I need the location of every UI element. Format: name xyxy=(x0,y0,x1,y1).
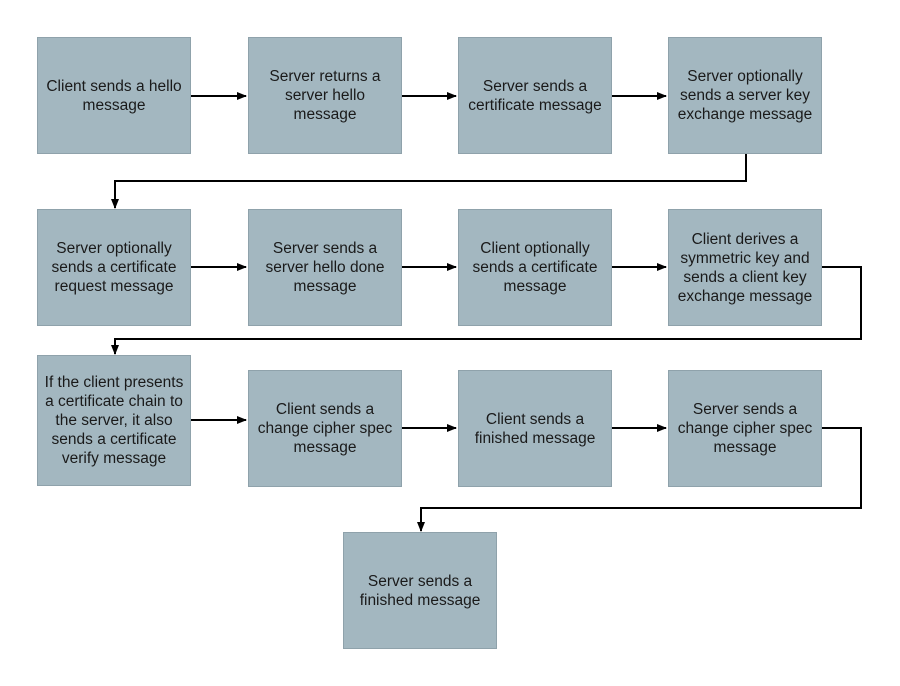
step-label: Server sends a finished message xyxy=(359,572,481,609)
step-certificate-verify: If the client presents a certificate cha… xyxy=(37,355,191,486)
step-label: Client derives a symmetric key and sends… xyxy=(677,230,813,305)
step-client-hello: Client sends a hello message xyxy=(37,37,191,154)
step-label: Client sends a finished message xyxy=(474,410,596,447)
step-label: Server sends a server hello done message xyxy=(265,240,385,295)
step-label: Client sends a change cipher spec messag… xyxy=(257,401,393,456)
step-label: Server sends a change cipher spec messag… xyxy=(677,401,813,456)
arrow-8-to-9 xyxy=(111,266,862,355)
step-certificate-request: Server optionally sends a certificate re… xyxy=(37,209,191,326)
step-label: Server optionally sends a certificate re… xyxy=(51,240,177,295)
step-label: Client sends a hello message xyxy=(46,77,182,114)
arrow-4-to-5 xyxy=(111,154,747,209)
step-server-certificate: Server sends a certificate message xyxy=(458,37,612,154)
arrow-12-to-13 xyxy=(417,427,862,532)
step-server-change-cipher-spec: Server sends a change cipher spec messag… xyxy=(668,370,822,487)
step-server-hello: Server returns a server hello message xyxy=(248,37,402,154)
step-server-key-exchange: Server optionally sends a server key exc… xyxy=(668,37,822,154)
step-client-change-cipher-spec: Client sends a change cipher spec messag… xyxy=(248,370,402,487)
step-server-finished: Server sends a finished message xyxy=(343,532,497,649)
step-label: Client optionally sends a certificate me… xyxy=(472,240,598,295)
step-label: If the client presents a certificate cha… xyxy=(44,374,184,467)
step-client-finished: Client sends a finished message xyxy=(458,370,612,487)
step-label: Server optionally sends a server key exc… xyxy=(677,68,813,123)
step-label: Server returns a server hello message xyxy=(269,68,381,123)
step-client-certificate: Client optionally sends a certificate me… xyxy=(458,209,612,326)
step-client-key-exchange: Client derives a symmetric key and sends… xyxy=(668,209,822,326)
step-server-hello-done: Server sends a server hello done message xyxy=(248,209,402,326)
step-label: Server sends a certificate message xyxy=(468,77,602,114)
